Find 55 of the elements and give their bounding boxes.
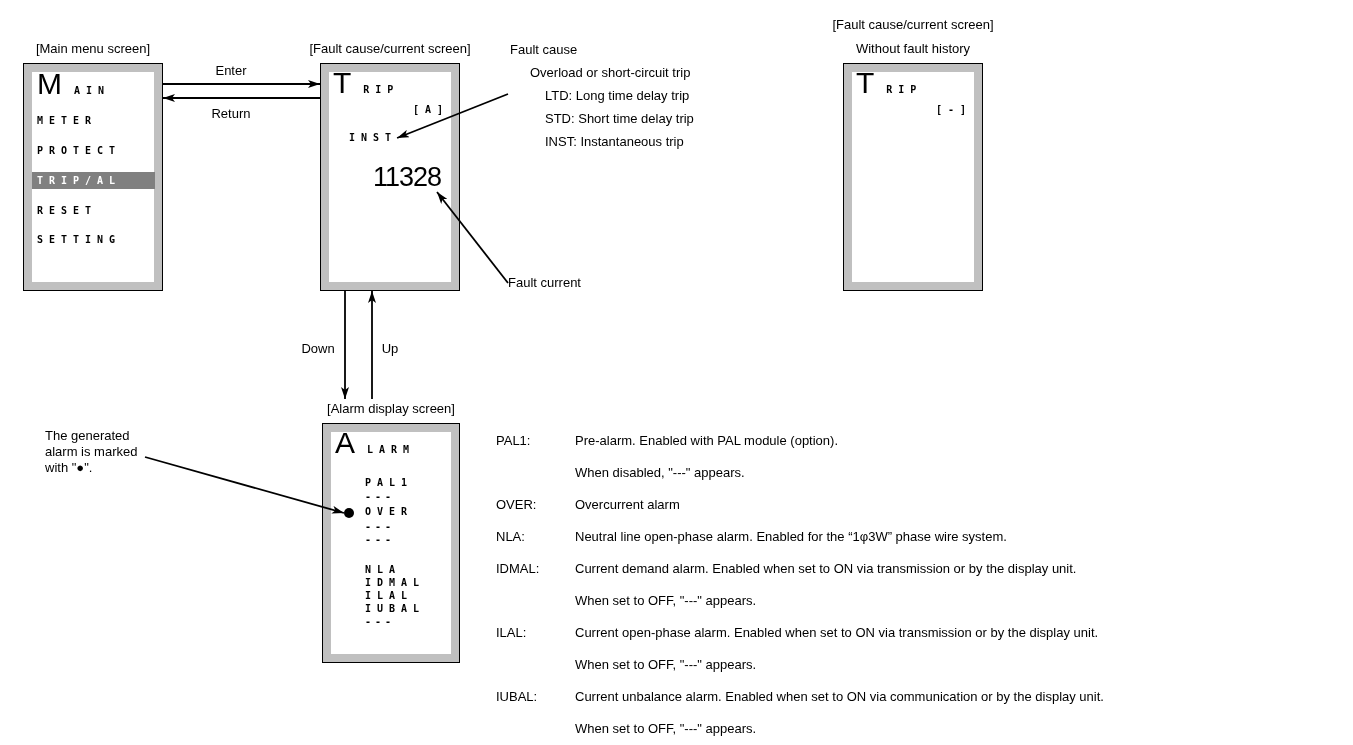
annotation-text: Fault current bbox=[508, 275, 581, 291]
display-text: --- bbox=[365, 534, 396, 546]
annotation-text: Fault cause bbox=[510, 42, 578, 58]
annotation-text: STD: Short time delay trip bbox=[545, 111, 694, 127]
alarm-description: When set to OFF, "---" appears. bbox=[575, 593, 757, 609]
screen-title: [Alarm display screen] bbox=[327, 401, 455, 417]
screen-title: Without fault history bbox=[855, 41, 971, 57]
alarm-description: Current demand alarm. Enabled when set to ON via transmission or by the display unit. bbox=[575, 561, 1077, 577]
screen-title: [Fault cause/current screen] bbox=[309, 41, 471, 57]
arrow bbox=[162, 80, 321, 88]
alarm-code: PAL1: bbox=[496, 433, 531, 449]
alarm-code: NLA: bbox=[496, 529, 525, 545]
screen-title: [Fault cause/current screen] bbox=[832, 17, 994, 33]
annotation-text: INST: Instantaneous trip bbox=[545, 134, 684, 150]
annotation-text: LTD: Long time delay trip bbox=[545, 88, 690, 104]
annotation-text: Overload or short-circuit trip bbox=[530, 65, 691, 81]
display-text: SETTING bbox=[37, 234, 122, 246]
current-value: 11328 bbox=[373, 162, 442, 192]
arrow bbox=[162, 94, 321, 102]
screen-title: [Main menu screen] bbox=[35, 41, 151, 57]
display-text: NLA bbox=[365, 564, 402, 576]
leader-arrow bbox=[436, 191, 509, 284]
alarm-description: When set to OFF, "---" appears. bbox=[575, 657, 757, 673]
arrow bbox=[368, 290, 376, 400]
display-text: PAL1 bbox=[365, 477, 414, 489]
leader-arrow bbox=[144, 456, 345, 514]
display-text: METER bbox=[37, 115, 98, 127]
alarm-code: IUBAL: bbox=[496, 689, 538, 705]
callout-text: The generated alarm is marked with "●". bbox=[45, 428, 145, 476]
display-text: [A] bbox=[413, 104, 450, 116]
display-text: OVER bbox=[365, 506, 414, 518]
display-text: INST bbox=[349, 132, 398, 144]
selected-menu-item: TRIP/AL bbox=[32, 172, 155, 189]
display-text: --- bbox=[365, 491, 396, 503]
display-text: [-] bbox=[936, 104, 973, 116]
alarm-description: When disabled, "---" appears. bbox=[575, 465, 745, 481]
display-text: --- bbox=[365, 521, 396, 533]
display-text: PROTECT bbox=[37, 145, 122, 157]
alarm-description: Current open-phase alarm. Enabled when set to ON via transmission or by the display unit. bbox=[575, 625, 1099, 641]
leader-arrow bbox=[396, 93, 509, 139]
display-text: IDMAL bbox=[365, 577, 426, 589]
alarm-code: OVER: bbox=[496, 497, 537, 513]
display-text: --- bbox=[365, 616, 396, 628]
alarm-description: Overcurrent alarm bbox=[575, 497, 680, 513]
alarm-description: Neutral line open-phase alarm. Enabled for the “1φ3W” phase wire system. bbox=[575, 529, 1007, 545]
display-text: RESET bbox=[37, 205, 98, 217]
alarm-description: When set to OFF, "---" appears. bbox=[575, 721, 757, 737]
alarm-dot-marker bbox=[344, 508, 354, 518]
arrow bbox=[341, 290, 349, 400]
alarm-code: ILAL: bbox=[496, 625, 527, 641]
alarm-description: Current unbalance alarm. Enabled when set to ON via communication or by the display unit. bbox=[575, 689, 1104, 705]
alarm-code: IDMAL: bbox=[496, 561, 540, 577]
display-text: ILAL bbox=[365, 590, 414, 602]
display-text: IUBAL bbox=[365, 603, 426, 615]
alarm-description: Pre-alarm. Enabled with PAL module (option). bbox=[575, 433, 838, 449]
